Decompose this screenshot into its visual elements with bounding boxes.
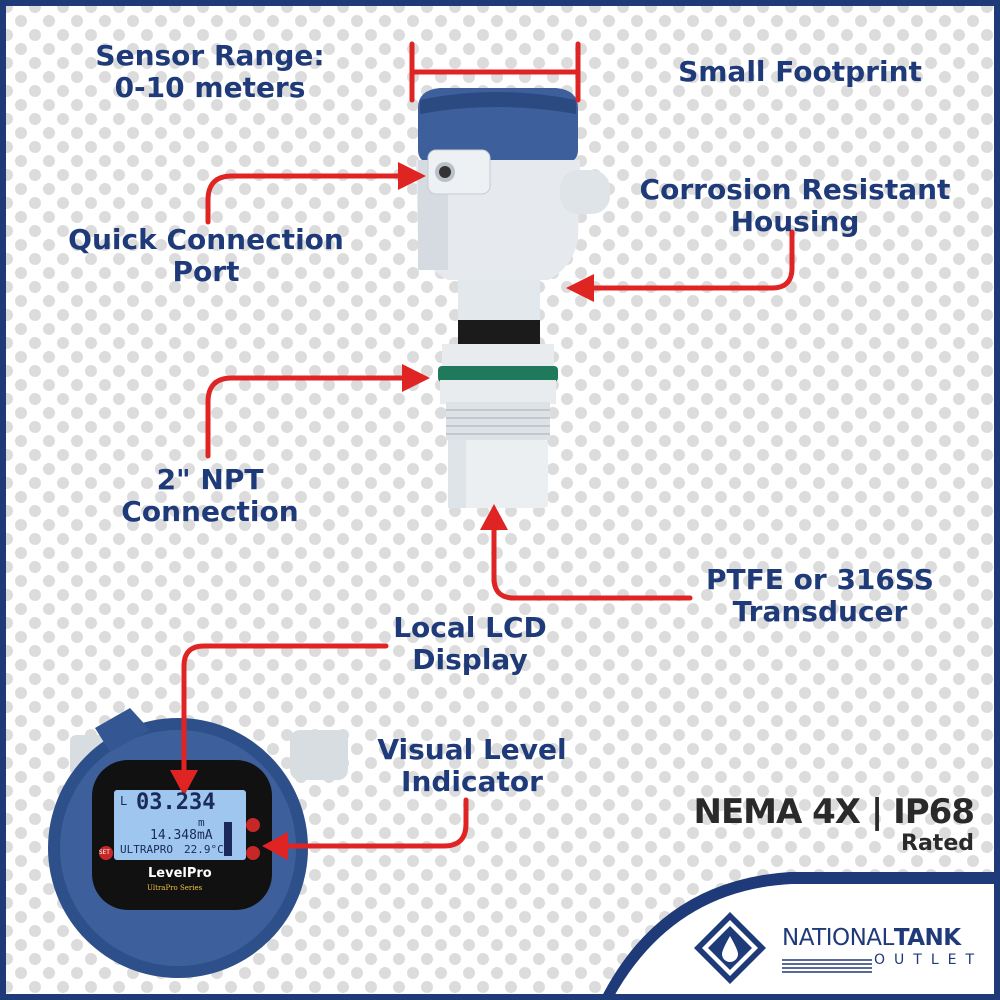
lcd-model: ULTRAPRO <box>120 843 173 856</box>
label-npt-connection: 2" NPT Connection <box>90 464 330 528</box>
label-small-footprint: Small Footprint <box>678 55 922 88</box>
label-corrosion-line1: Corrosion Resistant <box>639 173 951 206</box>
label-visual-line1: Visual Level <box>377 733 567 766</box>
label-ptfe-transducer: PTFE or 316SS Transducer <box>680 564 960 628</box>
label-visual-line2: Indicator <box>401 765 543 798</box>
lcd-series: UltraPro Series <box>147 884 203 892</box>
label-npt-line1: 2" NPT <box>156 463 264 496</box>
label-quick-conn-line2: Port <box>172 255 240 288</box>
set-button-label: SET <box>99 849 110 856</box>
label-quick-connection: Quick Connection Port <box>46 224 366 288</box>
lcd-reading: 03.234 <box>136 790 216 815</box>
rating-sub: Rated <box>901 831 974 856</box>
nema-rating: NEMA 4X | IP68 Rated <box>693 792 975 857</box>
levelpro-logo: LevelPro <box>148 866 212 881</box>
label-lcd-display: Local LCD Display <box>370 612 570 676</box>
rating-main: NEMA 4X | IP68 <box>693 792 975 832</box>
label-sensor-range-line2: 0-10 meters <box>114 71 306 104</box>
label-sensor-range-line1: Sensor Range: <box>95 39 325 72</box>
brand-wordmark: NATIONALTANK OUTLET <box>782 925 983 969</box>
brand-name-part1: NATIONAL <box>782 925 894 951</box>
label-sensor-range: Sensor Range: 0-10 meters <box>80 40 340 104</box>
lcd-mode: L <box>120 794 128 808</box>
label-ptfe-line2: Transducer <box>732 595 908 628</box>
label-corrosion-line2: Housing <box>730 205 860 238</box>
label-lcd-line2: Display <box>412 643 528 676</box>
lcd-temp: 22.9°C <box>184 843 224 856</box>
lcd-unit: m <box>198 816 205 829</box>
brand-subtitle: OUTLET <box>874 952 984 968</box>
label-corrosion-housing: Corrosion Resistant Housing <box>620 174 970 238</box>
brand-name-part2: TANK <box>893 925 961 951</box>
label-visual-level: Visual Level Indicator <box>362 734 582 798</box>
label-quick-conn-line1: Quick Connection <box>68 223 344 256</box>
label-lcd-line1: Local LCD <box>393 611 547 644</box>
national-tank-logo-icon <box>694 912 766 984</box>
label-npt-line2: Connection <box>121 495 299 528</box>
label-ptfe-line1: PTFE or 316SS <box>706 563 934 596</box>
lcd-current: 14.348mA <box>150 828 213 843</box>
